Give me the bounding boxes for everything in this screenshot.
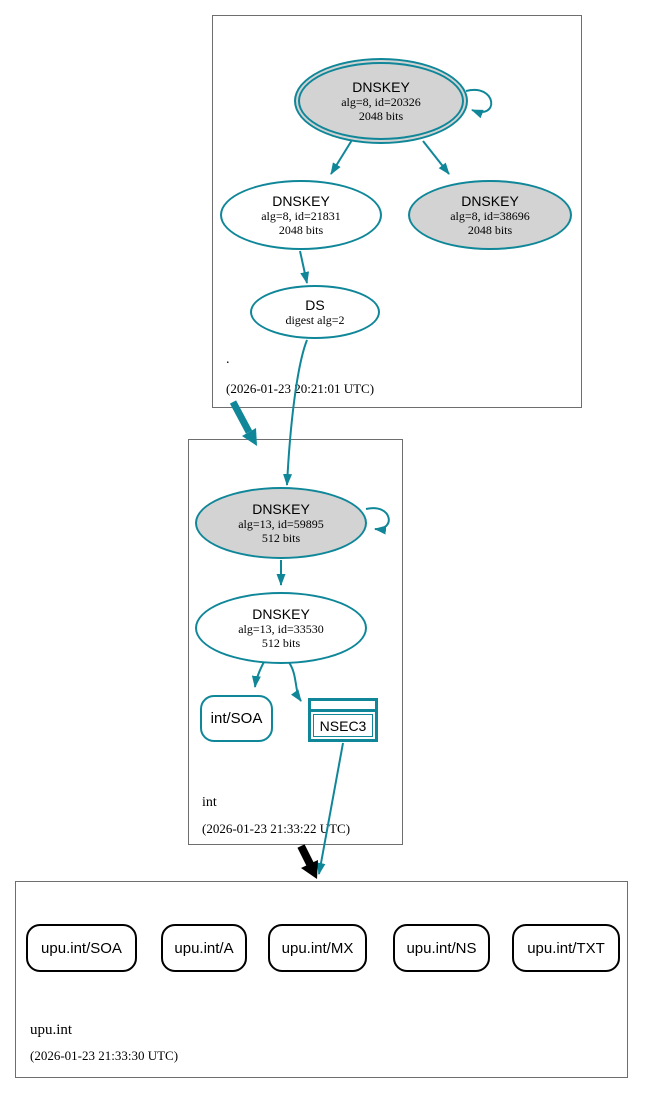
node-detail-alg-id: alg=13, id=59895 <box>238 517 324 531</box>
zone-box-upu-int <box>15 881 628 1078</box>
rrset-label: int/SOA <box>210 710 263 727</box>
rrset-node-upu-int-a[interactable]: upu.int/A <box>161 924 247 972</box>
rrset-node-upu-int-mx[interactable]: upu.int/MX <box>268 924 367 972</box>
node-detail-alg-id: alg=8, id=38696 <box>450 209 530 223</box>
rrset-label: upu.int/SOA <box>41 939 122 957</box>
node-title: DNSKEY <box>272 193 330 209</box>
node-detail-bits: 512 bits <box>261 531 301 545</box>
node-detail-digest: digest alg=2 <box>285 313 345 327</box>
node-title: DS <box>305 297 325 313</box>
nsec3-header-strip <box>311 701 375 712</box>
rrset-label: upu.int/A <box>174 939 234 957</box>
dnskey-node-int-ksk-59895[interactable]: DNSKEY alg=13, id=59895 512 bits <box>195 487 367 559</box>
dnskey-node-root-ksk-20326[interactable]: DNSKEY alg=8, id=20326 2048 bits <box>294 58 468 144</box>
nsec3-label: NSEC3 <box>319 717 367 734</box>
rrset-label: upu.int/NS <box>406 939 477 957</box>
rrset-node-upu-int-ns[interactable]: upu.int/NS <box>393 924 490 972</box>
rrset-node-upu-int-soa[interactable]: upu.int/SOA <box>26 924 137 972</box>
zone-timestamp-int: (2026-01-23 21:33:22 UTC) <box>202 821 351 836</box>
rrset-node-int-soa[interactable]: int/SOA <box>200 695 273 742</box>
ds-node-root[interactable]: DS digest alg=2 <box>250 285 380 339</box>
node-detail-bits: 2048 bits <box>358 109 404 123</box>
dnskey-node-int-zsk-33530[interactable]: DNSKEY alg=13, id=33530 512 bits <box>195 592 367 664</box>
node-title: DNSKEY <box>352 79 410 95</box>
nsec3-node-int[interactable]: NSEC3 <box>308 698 378 742</box>
node-detail-bits: 2048 bits <box>467 223 513 237</box>
delegation-arrow-int-to-upu-int <box>297 844 318 879</box>
node-detail-alg-id: alg=8, id=21831 <box>261 209 341 223</box>
nsec3-label-cell: NSEC3 <box>313 714 373 737</box>
node-title: DNSKEY <box>252 501 310 517</box>
node-detail-alg-id: alg=8, id=20326 <box>341 95 421 109</box>
rrset-node-upu-int-txt[interactable]: upu.int/TXT <box>512 924 620 972</box>
node-detail-bits: 512 bits <box>261 636 301 650</box>
zone-timestamp-upu-int: (2026-01-23 21:33:30 UTC) <box>30 1048 179 1063</box>
zone-name-root: . <box>226 352 230 367</box>
dnskey-node-root-38696[interactable]: DNSKEY alg=8, id=38696 2048 bits <box>408 180 572 250</box>
node-title: DNSKEY <box>252 606 310 622</box>
dnskey-node-root-zsk-21831[interactable]: DNSKEY alg=8, id=21831 2048 bits <box>220 180 382 250</box>
zone-timestamp-root: (2026-01-23 20:21:01 UTC) <box>226 381 375 396</box>
rrset-label: upu.int/MX <box>281 939 354 957</box>
node-detail-alg-id: alg=13, id=33530 <box>238 622 324 636</box>
rrset-label: upu.int/TXT <box>527 939 605 957</box>
zone-name-int: int <box>202 795 217 810</box>
zone-name-upu-int: upu.int <box>30 1022 73 1038</box>
node-detail-bits: 2048 bits <box>278 223 324 237</box>
node-title: DNSKEY <box>461 193 519 209</box>
zone-box-root <box>212 15 582 408</box>
